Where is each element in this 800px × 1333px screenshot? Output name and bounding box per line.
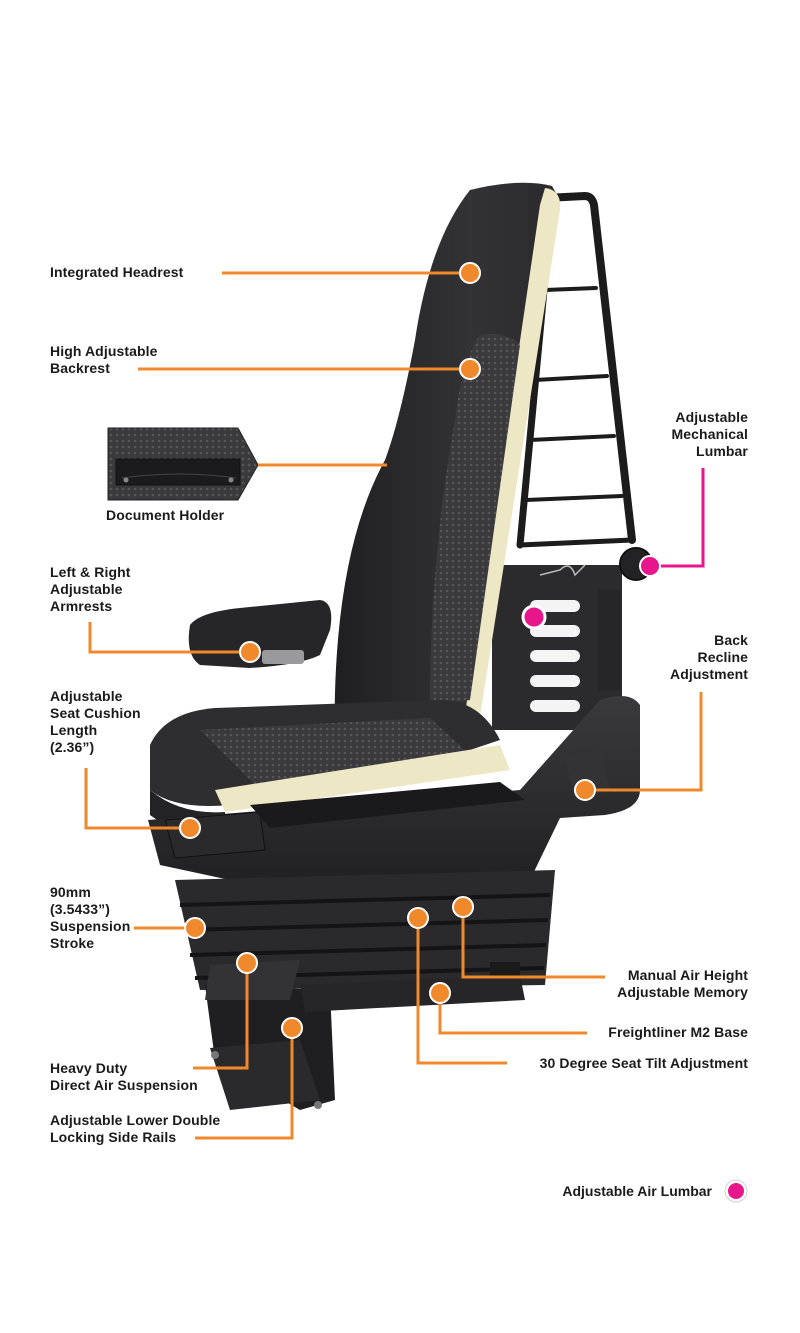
label-seat-tilt: 30 Degree Seat Tilt Adjustment bbox=[539, 1055, 748, 1071]
label-cushion-length: Adjustable Seat Cushion Length (2.36”) bbox=[50, 688, 141, 755]
marker-back-recline bbox=[574, 779, 596, 801]
marker-cushion-length bbox=[179, 817, 201, 839]
magenta-dot-icon bbox=[724, 1179, 748, 1203]
label-back-recline: Back Recline Adjustment bbox=[670, 632, 748, 682]
marker-side-rails bbox=[281, 1017, 303, 1039]
orange-markers bbox=[179, 262, 596, 1039]
label-mechanical-lumbar: Adjustable Mechanical Lumbar bbox=[671, 409, 748, 459]
marker-backrest bbox=[459, 358, 481, 380]
leader-lines bbox=[84, 271, 703, 1140]
label-m2-base: Freightliner M2 Base bbox=[608, 1024, 748, 1040]
marker-m2-base bbox=[429, 982, 451, 1004]
legend-air-lumbar-label: Adjustable Air Lumbar bbox=[562, 1183, 712, 1199]
marker-integrated-headrest bbox=[459, 262, 481, 284]
label-high-adjustable-backrest: High Adjustable Backrest bbox=[50, 343, 158, 376]
seat-cushion bbox=[150, 700, 510, 838]
marker-air-height-memory bbox=[452, 896, 474, 918]
armrest bbox=[188, 600, 332, 668]
document-holder-thumbnail bbox=[107, 427, 259, 501]
label-air-height-memory: Manual Air Height Adjustable Memory bbox=[617, 967, 748, 1000]
backrest bbox=[334, 182, 561, 756]
lumbar-leader bbox=[521, 468, 705, 630]
seat-base bbox=[205, 960, 525, 1110]
label-armrests: Left & Right Adjustable Armrests bbox=[50, 564, 131, 614]
marker-armrests bbox=[239, 641, 261, 663]
label-integrated-headrest: Integrated Headrest bbox=[50, 264, 184, 280]
label-document-holder: Document Holder bbox=[106, 507, 225, 523]
marker-mechanical-lumbar bbox=[639, 555, 661, 577]
marker-suspension-stroke bbox=[184, 917, 206, 939]
label-suspension-stroke: 90mm (3.5433”) Suspension Stroke bbox=[50, 884, 131, 951]
label-side-rails: Adjustable Lower Double Locking Side Rai… bbox=[50, 1112, 221, 1145]
marker-air-lumbar bbox=[521, 604, 547, 630]
marker-seat-tilt bbox=[407, 907, 429, 929]
marker-air-suspension bbox=[236, 952, 258, 974]
label-air-suspension: Heavy Duty Direct Air Suspension bbox=[50, 1060, 198, 1093]
